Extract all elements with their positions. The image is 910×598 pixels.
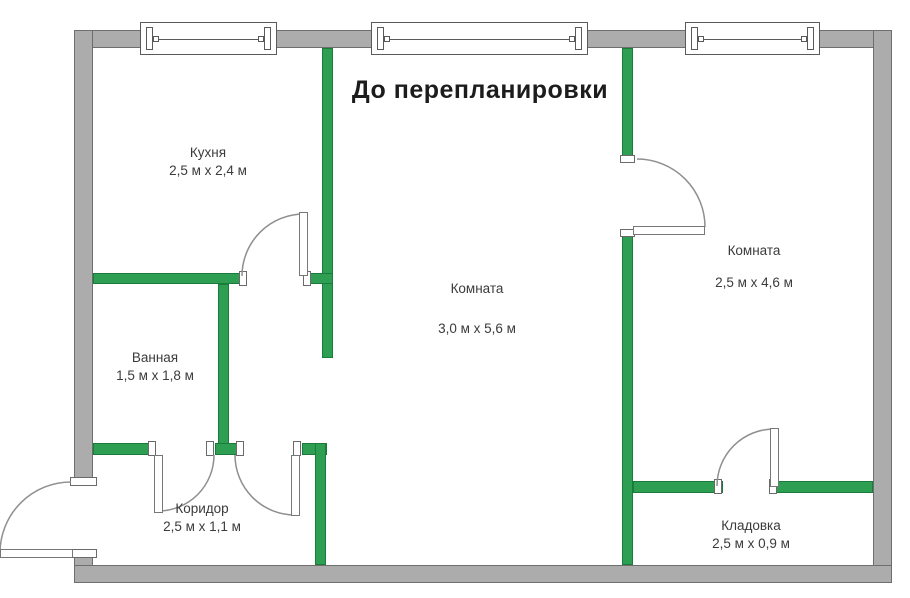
outer-wall-bottom [74, 565, 892, 583]
window-glass-line [154, 38, 263, 40]
room-label-corridor: Коридор 2,5 м x 1,1 м [127, 501, 277, 535]
window-latch-icon [569, 35, 575, 42]
room-name: Комната [450, 281, 504, 296]
door-leaf-bathroom [154, 455, 163, 513]
room-dimensions: 1,5 м x 1,8 м [116, 368, 194, 383]
wall-corridor-top-left [93, 443, 149, 455]
wall-kitchen-centerroom [322, 48, 333, 358]
plan-title: До перепланировки [351, 76, 609, 104]
jamb-hall-door-left [236, 441, 244, 456]
room-label-center-room: Комната 3,0 м x 5,6 м [402, 281, 552, 337]
wall-center-right-lower [622, 232, 633, 565]
door-arc-entrance [0, 481, 72, 554]
outer-wall-left [74, 30, 93, 483]
room-name: Комната [727, 243, 781, 258]
wall-center-right-upper [622, 48, 633, 160]
window-symbol-right-room [685, 22, 820, 55]
window-glass-line [699, 38, 806, 40]
door-leaf-hall [291, 455, 300, 516]
door-arc-storage [716, 428, 775, 487]
window-glass-line [385, 38, 574, 40]
door-leaf-entrance [0, 549, 73, 558]
wall-storage-top-left [633, 481, 723, 493]
room-dimensions: 2,5 м x 0,9 м [712, 536, 790, 551]
room-dimensions: 2,5 м x 4,6 м [715, 275, 793, 290]
window-frame-icon [377, 27, 384, 50]
door-leaf-right-room [633, 226, 705, 235]
wall-kitchen-bathroom [93, 273, 245, 284]
jamb-rightroom-door-top [620, 155, 635, 163]
jamb-bathroom-door-left [148, 441, 156, 456]
window-latch-icon [153, 35, 159, 42]
door-leaf-storage [770, 428, 779, 487]
window-latch-icon [698, 35, 704, 42]
window-symbol-center-room [371, 22, 588, 55]
room-label-bathroom: Ванная 1,5 м x 1,8 м [80, 350, 230, 384]
room-label-kitchen: Кухня 2,5 м x 2,4 м [133, 145, 283, 179]
window-frame-icon [807, 27, 814, 50]
jamb-bathroom-door-right [206, 441, 214, 456]
door-leaf-kitchen [299, 212, 308, 276]
room-name: Коридор [175, 501, 229, 516]
room-dimensions: 2,5 м x 2,4 м [169, 163, 247, 178]
jamb-storage-door-left [714, 479, 722, 494]
jamb-entrance-door-top [70, 477, 97, 486]
window-latch-icon [801, 35, 807, 42]
jamb-kitchen-door-left [239, 271, 247, 286]
outer-wall-right [873, 30, 892, 583]
jamb-hall-door-right [293, 441, 301, 456]
room-name: Кухня [189, 145, 227, 160]
door-arc-kitchen [241, 213, 305, 277]
jamb-entrance-door-bottom [70, 549, 97, 558]
room-dimensions: 2,5 м x 1,1 м [163, 519, 241, 534]
room-label-storage: Кладовка 2,5 м x 0,9 м [676, 518, 826, 552]
wall-corridor-centerroom [315, 443, 326, 565]
door-arc-right-room [636, 158, 706, 228]
window-frame-icon [264, 27, 271, 50]
wall-storage-top-right [774, 481, 873, 493]
room-name: Ванная [131, 350, 179, 365]
room-label-right-room: Комната 2,5 м x 4,6 м [679, 243, 829, 291]
window-frame-icon [146, 27, 153, 50]
window-symbol-kitchen [140, 22, 277, 55]
window-latch-icon [384, 35, 390, 42]
window-frame-icon [691, 27, 698, 50]
room-dimensions: 3,0 м x 5,6 м [438, 321, 516, 336]
room-name: Кладовка [721, 518, 781, 533]
window-frame-icon [575, 27, 582, 50]
window-latch-icon [258, 35, 264, 42]
